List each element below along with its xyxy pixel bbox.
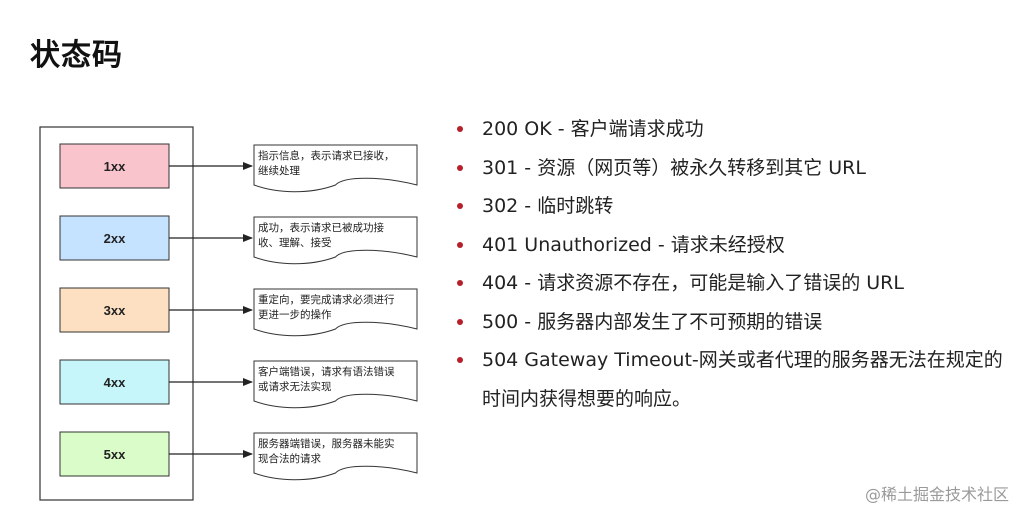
status-code-item: 302 - 临时跳转 bbox=[455, 187, 1015, 226]
bullet-dot-icon bbox=[457, 280, 463, 286]
status-box-4xx bbox=[59, 359, 170, 405]
bullet-dot-icon bbox=[457, 164, 463, 171]
description-text: 指示信息，表示请求已接收， bbox=[258, 149, 395, 162]
status-code-description: 404 - 请求资源不存在，可能是输入了错误的 URL bbox=[482, 272, 904, 294]
status-code-description: 302 - 临时跳转 bbox=[482, 195, 614, 217]
description-text: 继续处理 bbox=[258, 164, 300, 177]
description-note bbox=[253, 432, 418, 481]
description-text: 收、理解、接受 bbox=[258, 236, 332, 249]
status-code-item: 500 - 服务器内部发生了不可预期的错误 bbox=[455, 303, 1015, 342]
description-note bbox=[253, 216, 418, 265]
status-code-item: 200 OK - 客户端请求成功 bbox=[455, 110, 1015, 149]
description-text: 更进一步的操作 bbox=[258, 308, 332, 321]
status-code-label: 4xx bbox=[104, 375, 126, 390]
page-title: 状态码 bbox=[30, 38, 123, 73]
status-code-description: 301 - 资源（网页等）被永久转移到其它 URL bbox=[482, 156, 866, 179]
status-code-item: 404 - 请求资源不存在，可能是输入了错误的 URL bbox=[455, 264, 1015, 303]
bullet-dot-icon bbox=[457, 357, 463, 363]
status-code-item: 504 Gateway Timeout-网关或者代理的服务器无法在规定的时间内获… bbox=[455, 341, 1015, 418]
status-code-item: 301 - 资源（网页等）被永久转移到其它 URL bbox=[455, 149, 1015, 188]
bullet-dot-icon bbox=[457, 126, 463, 132]
status-code-description: 401 Unauthorized - 请求未经授权 bbox=[482, 233, 785, 256]
status-code-label: 3xx bbox=[104, 303, 126, 318]
status-box-3xx bbox=[59, 287, 170, 333]
description-text: 成功，表示请求已被成功接 bbox=[258, 221, 384, 234]
description-text: 或请求无法实现 bbox=[258, 380, 332, 393]
status-code-label: 2xx bbox=[104, 231, 126, 246]
bullet-dot-icon bbox=[457, 203, 463, 209]
description-note bbox=[253, 360, 418, 409]
status-code-list: 200 OK - 客户端请求成功 301 - 资源（网页等）被永久转移到其它 UR… bbox=[455, 110, 1015, 418]
status-code-description: 500 - 服务器内部发生了不可预期的错误 bbox=[482, 310, 823, 333]
description-text: 重定向，要完成请求必须进行 bbox=[258, 293, 395, 306]
status-code-diagram: 1xx 指示信息，表示请求已接收， 继续处理 2xx 成功，表示请求已被成功接收、理解、… bbox=[39, 126, 418, 501]
bullet-dot-icon bbox=[457, 318, 463, 325]
status-box-5xx bbox=[59, 431, 170, 477]
status-row-1xx: 1xx 指示信息，表示请求已接收， 继续处理 bbox=[59, 143, 418, 193]
status-code-description: 200 OK - 客户端请求成功 bbox=[482, 118, 704, 140]
watermark: @稀土掘金技术社区 bbox=[864, 485, 1009, 504]
status-box-1xx bbox=[59, 143, 170, 189]
status-code-label: 5xx bbox=[104, 447, 126, 462]
description-text: 现合法的请求 bbox=[258, 452, 321, 465]
description-text: 服务器端错误，服务器未能实 bbox=[258, 437, 395, 450]
status-code-label: 1xx bbox=[104, 159, 126, 174]
description-note bbox=[253, 288, 418, 337]
status-code-description: 504 Gateway Timeout-网关或者代理的服务器无法在规定的时间内获… bbox=[482, 349, 1003, 410]
status-box-2xx bbox=[59, 215, 170, 261]
bullet-dot-icon bbox=[457, 241, 463, 248]
description-text: 客户端错误，请求有语法错误 bbox=[258, 365, 395, 378]
status-code-item: 401 Unauthorized - 请求未经授权 bbox=[455, 226, 1015, 265]
description-note bbox=[253, 144, 418, 193]
